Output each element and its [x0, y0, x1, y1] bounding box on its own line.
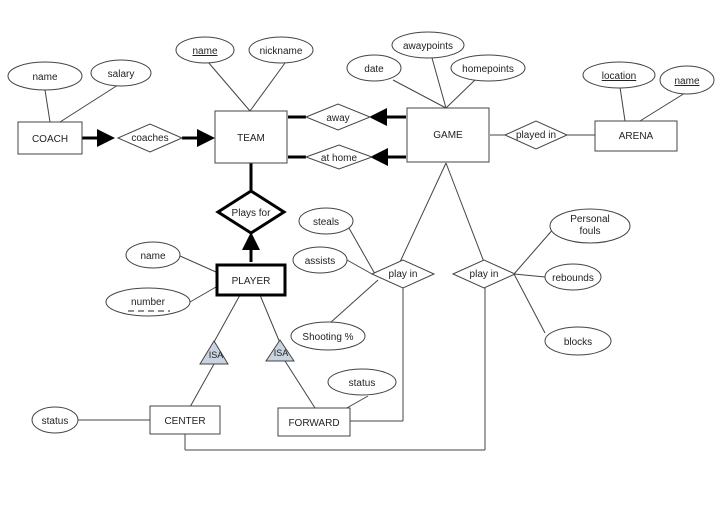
relationship-played-in[interactable]: played in	[503, 120, 569, 150]
attribute-game-homepoints-label: homepoints	[462, 64, 514, 75]
entity-center[interactable]: CENTER	[149, 405, 221, 435]
entity-game-label: GAME	[433, 130, 463, 141]
relationship-plays-for[interactable]: Plays for	[215, 189, 287, 235]
entity-arena-label: ARENA	[619, 131, 654, 142]
attribute-player-number-label: number	[131, 297, 166, 308]
attribute-center-status[interactable]: status	[31, 406, 79, 434]
attribute-coach-salary[interactable]: salary	[90, 59, 152, 87]
attribute-player-name-label: name	[140, 251, 165, 262]
attribute-arena-name-label: name	[674, 76, 699, 87]
entity-forward-label: FORWARD	[288, 418, 339, 429]
attribute-game-date[interactable]: date	[346, 54, 402, 82]
attribute-center-status-label: status	[42, 416, 69, 427]
attribute-forward-status[interactable]: status	[327, 368, 397, 396]
attribute-player-name[interactable]: name	[125, 241, 181, 269]
attribute-game-homepoints[interactable]: homepoints	[450, 54, 526, 82]
entity-forward[interactable]: FORWARD	[277, 407, 351, 437]
isa-forward-label: ISA	[274, 348, 289, 358]
entity-coach[interactable]: COACH	[17, 121, 83, 155]
relationship-play-in-center-label: play in	[470, 269, 499, 280]
relationship-away[interactable]: away	[304, 103, 372, 131]
relationship-at-home[interactable]: at home	[304, 144, 374, 170]
relationship-at-home-label: at home	[321, 153, 358, 164]
attribute-blocks-label: blocks	[564, 337, 592, 348]
attribute-team-name-label: name	[192, 46, 217, 57]
entity-center-label: CENTER	[164, 416, 205, 427]
attribute-shooting-pct[interactable]: Shooting %	[290, 321, 366, 351]
attribute-personal-fouls[interactable]: Personal fouls	[549, 208, 631, 244]
isa-center-triangle[interactable]: ISA	[199, 340, 229, 365]
attribute-arena-name[interactable]: name	[659, 65, 715, 95]
attribute-coach-salary-label: salary	[108, 69, 135, 80]
isa-center-label: ISA	[209, 350, 224, 360]
relationship-play-in-forward-label: play in	[389, 269, 418, 280]
attribute-team-nickname[interactable]: nickname	[248, 36, 314, 64]
relationship-coaches-label: coaches	[131, 133, 168, 144]
attribute-team-nickname-label: nickname	[260, 46, 303, 57]
attribute-player-number[interactable]: number	[105, 287, 191, 317]
attribute-arena-location[interactable]: location	[582, 61, 656, 89]
attribute-rebounds-label: rebounds	[552, 273, 594, 284]
attribute-blocks[interactable]: blocks	[544, 326, 612, 356]
entity-game[interactable]: GAME	[406, 107, 490, 163]
attribute-game-awaypoints[interactable]: awaypoints	[391, 31, 465, 59]
entity-team[interactable]: TEAM	[214, 110, 288, 164]
attribute-shooting-pct-label: Shooting %	[302, 332, 353, 343]
entity-arena[interactable]: ARENA	[594, 120, 678, 152]
isa-forward-triangle[interactable]: ISA	[265, 339, 295, 362]
relationship-plays-for-label: Plays for	[232, 208, 272, 219]
relationship-away-label: away	[326, 113, 349, 124]
attribute-rebounds[interactable]: rebounds	[544, 263, 602, 291]
attribute-steals-label: steals	[313, 217, 339, 228]
attribute-coach-name[interactable]: name	[7, 61, 83, 91]
entity-team-label: TEAM	[237, 133, 265, 144]
entity-player-label: PLAYER	[232, 276, 271, 287]
attribute-game-date-label: date	[364, 64, 384, 75]
relationship-played-in-label: played in	[516, 130, 556, 141]
entity-coach-label: COACH	[32, 134, 68, 145]
attribute-arena-location-label: location	[602, 71, 636, 82]
attribute-steals[interactable]: steals	[298, 207, 354, 235]
connector-lines	[44, 57, 686, 451]
attribute-personal-fouls-label-line1: Personal	[570, 214, 609, 225]
attribute-game-awaypoints-label: awaypoints	[403, 41, 453, 52]
attribute-assists[interactable]: assists	[292, 246, 348, 274]
attribute-team-name[interactable]: name	[175, 36, 235, 64]
attribute-forward-status-label: status	[349, 378, 376, 389]
relationship-coaches[interactable]: coaches	[116, 123, 184, 153]
attribute-personal-fouls-label-line2: fouls	[579, 226, 600, 237]
entity-player[interactable]: PLAYER	[215, 263, 287, 297]
relationship-play-in-forward[interactable]: play in	[370, 259, 436, 289]
attribute-assists-label: assists	[305, 256, 336, 267]
attribute-coach-name-label: name	[32, 72, 57, 83]
relationship-play-in-center[interactable]: play in	[451, 259, 517, 289]
